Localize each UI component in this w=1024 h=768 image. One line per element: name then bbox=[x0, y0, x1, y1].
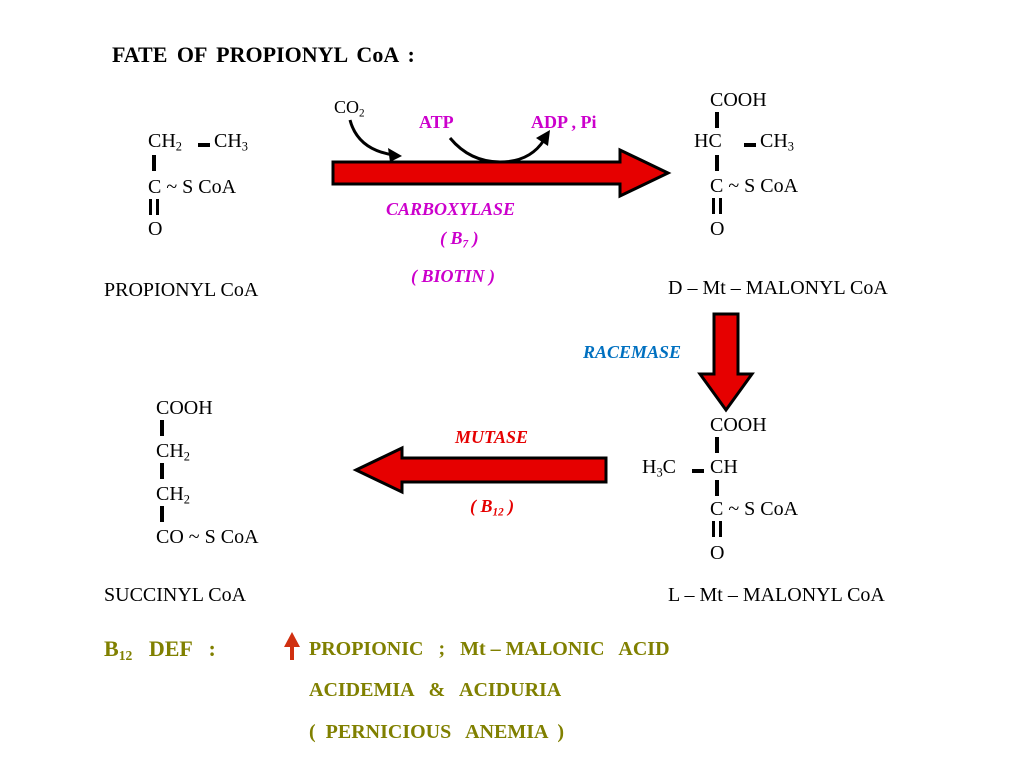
propionyl-double-bond bbox=[149, 199, 159, 215]
carboxylase-enzyme: CARBOXYLASE bbox=[386, 199, 516, 219]
succinyl-cooh: COOH bbox=[156, 397, 213, 419]
deficiency-line-1: PROPIONIC ; Mt – MALONIC ACID bbox=[309, 638, 670, 660]
propionyl-oxygen: O bbox=[148, 218, 163, 240]
mutase-arrow bbox=[352, 445, 608, 495]
succinyl-bond-2 bbox=[160, 463, 164, 479]
biotin-label: ( BIOTIN ) bbox=[411, 266, 495, 286]
co2-curved-arrow bbox=[348, 119, 395, 157]
d-malonyl-coa-label: D – Mt – MALONYL CoA bbox=[668, 277, 888, 299]
d-malonyl-bond-mid bbox=[715, 155, 719, 171]
racemase-enzyme: RACEMASE bbox=[583, 342, 682, 362]
carboxylase-cofactor: ( B7 ) bbox=[440, 228, 479, 251]
succinyl-ch2-b: CH2 bbox=[156, 483, 190, 507]
d-malonyl-hc: HC bbox=[694, 130, 722, 152]
d-malonyl-oxygen: O bbox=[710, 218, 725, 240]
l-malonyl-cooh: COOH bbox=[710, 414, 767, 436]
propionyl-thioester: C ~ S CoA bbox=[148, 176, 237, 198]
co2-label: CO2 bbox=[334, 97, 365, 120]
increase-arrowhead bbox=[284, 632, 300, 647]
l-malonyl-bond-top bbox=[715, 437, 719, 453]
l-malonyl-bond-mid bbox=[715, 480, 719, 496]
atp-adp-arrowhead bbox=[536, 130, 550, 146]
succinyl-coa-label: SUCCINYL CoA bbox=[104, 584, 247, 606]
propionyl-bond-v bbox=[152, 155, 156, 171]
mutase-cofactor: ( B12 ) bbox=[470, 496, 515, 519]
propionyl-ch3: CH3 bbox=[214, 130, 248, 154]
propionyl-coa-label: PROPIONYL CoA bbox=[104, 279, 259, 301]
propionyl-bond-h bbox=[198, 143, 210, 147]
l-malonyl-bond-h bbox=[692, 469, 704, 473]
l-malonyl-coa-label: L – Mt – MALONYL CoA bbox=[668, 584, 885, 606]
d-malonyl-bond-top bbox=[715, 112, 719, 128]
d-malonyl-double-bond bbox=[712, 198, 722, 214]
l-malonyl-oxygen: O bbox=[710, 542, 725, 564]
deficiency-line-3: ( PERNICIOUS ANEMIA ) bbox=[309, 721, 565, 743]
co2-arrowhead bbox=[388, 148, 402, 162]
d-malonyl-cooh: COOH bbox=[710, 89, 767, 111]
carboxylase-arrow bbox=[331, 147, 672, 199]
mutase-enzyme: MUTASE bbox=[455, 427, 529, 447]
succinyl-bond-1 bbox=[160, 420, 164, 436]
l-malonyl-thioester: C ~ S CoA bbox=[710, 498, 799, 520]
l-malonyl-h3c: H3C bbox=[642, 456, 676, 480]
d-malonyl-bond-h bbox=[744, 143, 756, 147]
succinyl-bond-3 bbox=[160, 506, 164, 522]
deficiency-line-2: ACIDEMIA & ACIDURIA bbox=[309, 679, 562, 701]
propionyl-ch2: CH2 bbox=[148, 130, 182, 154]
l-malonyl-double-bond bbox=[712, 521, 722, 537]
succinyl-thioester: CO ~ S CoA bbox=[156, 526, 259, 548]
d-malonyl-thioester: C ~ S CoA bbox=[710, 175, 799, 197]
adp-pi-label: ADP , Pi bbox=[531, 112, 597, 132]
d-malonyl-ch3: CH3 bbox=[760, 130, 794, 154]
b12-def-label: B12 DEF : bbox=[104, 636, 216, 664]
l-malonyl-ch: CH bbox=[710, 456, 738, 478]
page-title: FATE OF PROPIONYL CoA : bbox=[112, 42, 415, 67]
atp-label: ATP bbox=[419, 112, 454, 132]
atp-adp-curved-arrow bbox=[448, 137, 546, 164]
racemase-arrow bbox=[697, 312, 755, 413]
succinyl-ch2-a: CH2 bbox=[156, 440, 190, 464]
